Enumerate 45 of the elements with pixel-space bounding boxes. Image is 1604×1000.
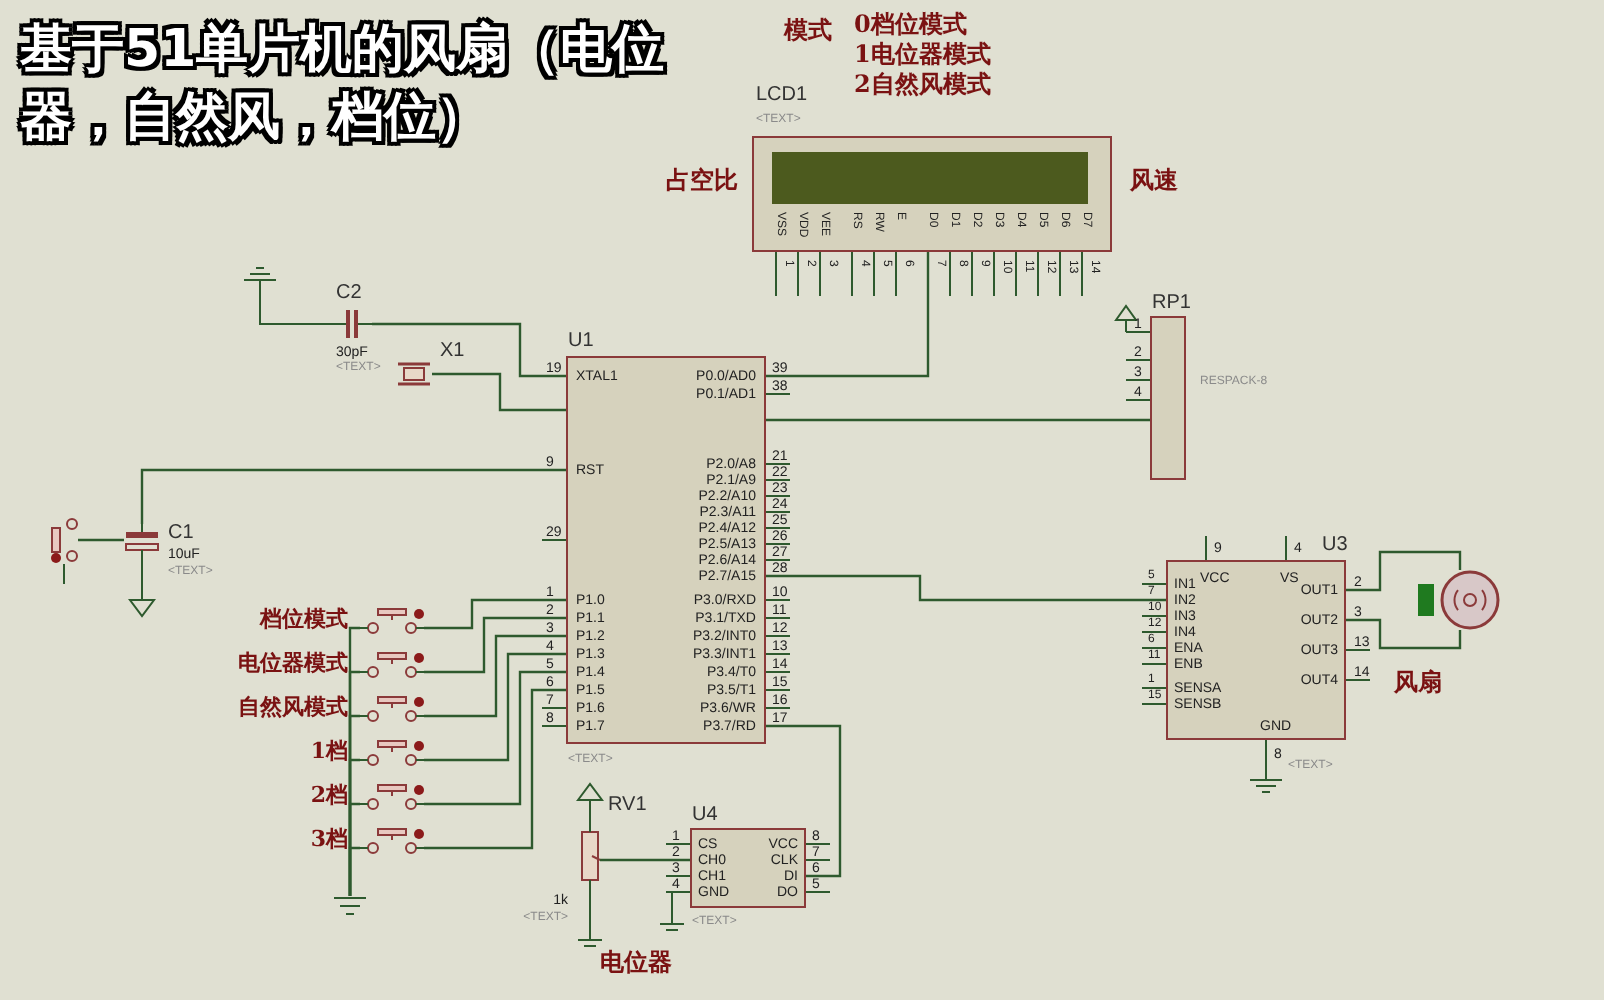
ground-symbol [334,896,366,920]
button-caption: 自然风模式 [238,694,348,722]
button-caption: 档位模式 [260,606,348,634]
button-caption: 3档 [310,826,348,854]
wire [432,372,566,412]
wire [424,634,566,718]
motor-symbol [1416,570,1504,630]
component-label: RV1 [608,794,647,818]
wire [424,670,566,806]
wire [424,616,566,674]
annotation-label: 风扇 [1394,668,1442,698]
component-label: LCD1 [756,84,808,108]
wire [1346,618,1462,650]
switch-symbol [50,516,78,564]
annotation-label: 电位器 [600,948,672,978]
wire [424,688,566,850]
wire [372,322,566,378]
mode-option: 2自然风模式 [854,70,991,100]
component-label: C1 [168,522,194,546]
title: 基于51单片机的风扇（电位器，自然风，档位） [20,18,667,152]
wire [766,724,842,878]
component-label: RP1 [1152,292,1191,316]
component-label: U3 [1322,534,1348,558]
component-label: U1 [568,330,594,354]
mode-option: 0档位模式 [854,10,967,40]
component-label: U4 [692,804,718,828]
wire [78,538,124,542]
wire [140,468,566,524]
button-caption: 电位器模式 [238,650,348,678]
button-caption: 1档 [310,738,348,766]
wire [600,858,690,862]
annotation-label: 占空比 [666,166,738,196]
wire [424,598,566,630]
wire [424,652,566,762]
wire [766,574,1166,602]
mode-option: 1电位器模式 [854,40,991,70]
component-label: C2 [336,282,362,306]
wire [766,418,1150,422]
wire [1346,550,1462,592]
mode-label: 模式 [784,16,832,46]
component-label: X1 [440,340,465,364]
wire [766,252,930,378]
annotation-label: 风速 [1130,166,1178,196]
button-caption: 2档 [310,782,348,810]
wire [348,846,360,896]
